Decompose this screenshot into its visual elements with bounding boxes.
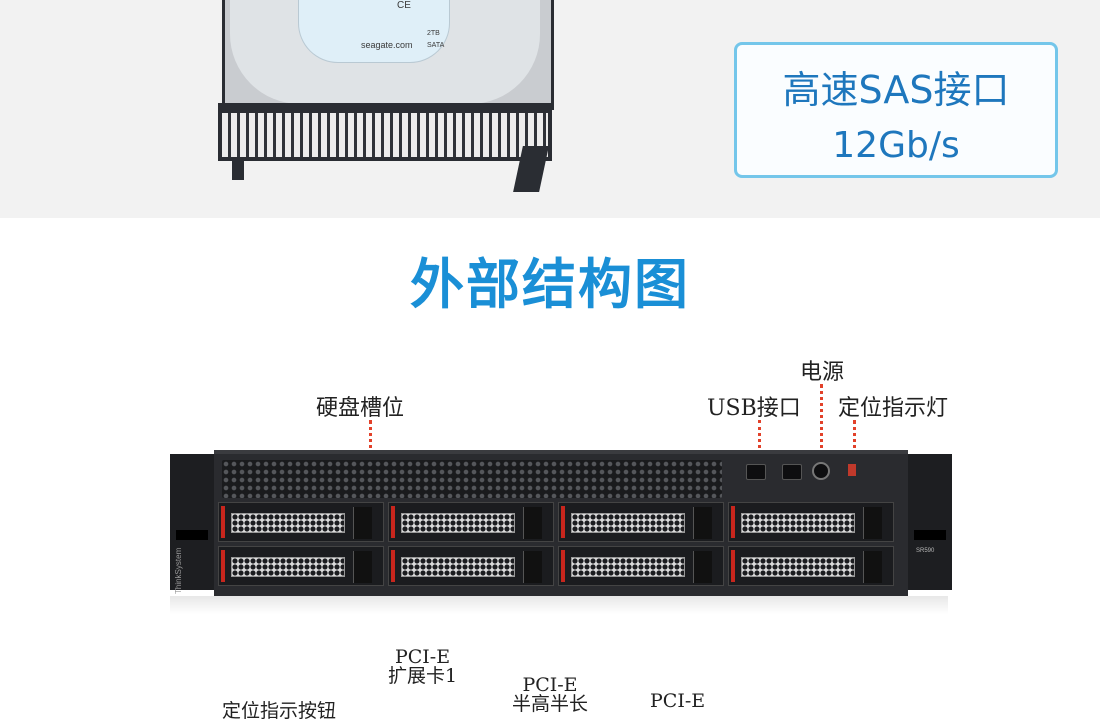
power-button-icon[interactable] [812,462,830,480]
callout-pcie-half-line1: PCI-E [522,674,578,696]
callout-pcie-half-line2: 半高半长 [512,693,589,715]
sas-interface-badge: 高速SAS接口 12Gb/s [734,42,1058,178]
hdd-brand-url: seagate.com [361,40,413,50]
callout-drive-bay: 硬盘槽位 [316,396,405,421]
callout-line-power [820,384,823,462]
server-chassis [214,450,908,596]
rack-ear-right: SR590 [908,454,952,590]
callout-power: 电源 [800,360,845,385]
hdd-label: CE seagate.com 2TB SATA [298,0,450,63]
callout-usb: USB接口 [707,396,801,421]
callout-pcie-slot1: PCI-E 扩展卡1 [388,648,457,686]
badge-title: 高速SAS接口 [782,68,1010,112]
locator-led-icon[interactable] [848,464,856,476]
callout-pcie-slot1-line2: 扩展卡1 [388,665,458,687]
badge-speed: 12Gb/s [832,125,960,166]
drive-bay[interactable] [218,502,384,542]
drive-bay[interactable] [728,546,894,586]
rack-ear-slot [176,530,208,540]
hdd-caddy-rail [218,103,552,161]
usb-port-icon[interactable] [746,464,766,480]
section-title: 外部结构图 [410,253,690,316]
drive-bay[interactable] [558,546,724,586]
drive-bay[interactable] [558,502,724,542]
hdd-capacity: 2TB [427,30,440,37]
callout-pcie-slot3-line1: PCI-E [650,690,706,712]
front-vent-grille [222,460,722,498]
drive-bay[interactable] [218,546,384,586]
drive-bay[interactable] [388,502,554,542]
callout-locator-led: 定位指示灯 [838,396,949,421]
callout-pcie-slot3: PCI-E [650,692,705,711]
drive-bay[interactable] [388,546,554,586]
hdd-interface: SATA [427,42,445,49]
rack-ear-slot [914,530,946,540]
callout-line-usb [758,420,761,460]
hard-drive-image: CE seagate.com 2TB SATA [218,0,558,195]
server-front-panel: ThinkSystem SR590 [170,450,952,596]
server-reflection [170,596,948,614]
hdd-caddy-foot [232,158,244,180]
hdd-ce-mark: CE [397,0,411,11]
rack-ear-left: ThinkSystem [170,454,214,594]
model-tag: SR590 [916,548,935,554]
drive-bay[interactable] [728,502,894,542]
brand-logo: ThinkSystem [174,547,183,594]
callout-locator-button: 定位指示按钮 [222,700,337,722]
usb-port-icon[interactable] [782,464,802,480]
callout-pcie-half: PCI-E 半高半长 [512,676,588,714]
callout-pcie-slot1-line1: PCI-E [394,646,451,668]
callout-line-locator-led [853,420,856,462]
